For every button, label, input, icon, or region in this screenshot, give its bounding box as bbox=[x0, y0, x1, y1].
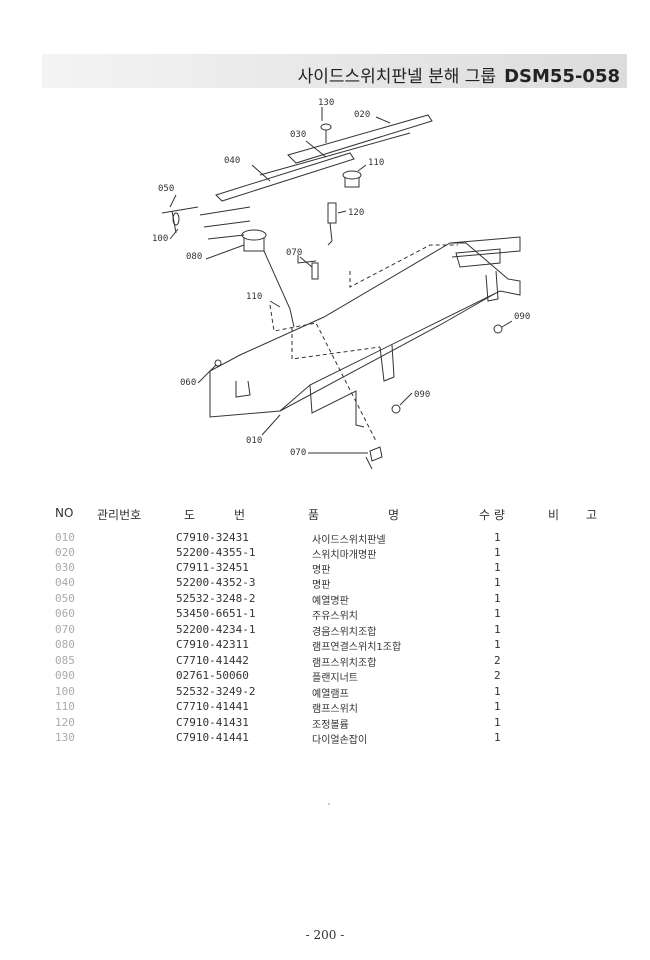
callout-020: 020 bbox=[354, 110, 370, 120]
header-mgmt-no: 관리번호 bbox=[97, 508, 142, 522]
page-number: - 200 - bbox=[305, 928, 345, 942]
header-drawing-b: 번 bbox=[234, 508, 246, 522]
lamp-switch-110 bbox=[342, 170, 362, 180]
callout-040: 040 bbox=[224, 156, 240, 166]
callout-090-right: 090 bbox=[514, 312, 530, 322]
horn-switch-070-bottom bbox=[369, 446, 383, 462]
preheat-lamp-100 bbox=[172, 212, 180, 226]
header-no: NO bbox=[55, 506, 74, 520]
side-panel-010 bbox=[209, 242, 521, 418]
callout-070-bottom: 070 bbox=[290, 448, 306, 458]
nameplate-040 bbox=[215, 152, 355, 202]
title-label: 사이드스위치판넬 분해 그룹 bbox=[297, 67, 497, 87]
exploded-parts-diagram: 130 020 030 040 110 050 120 100 070 080 … bbox=[152, 98, 530, 470]
callout-060: 060 bbox=[180, 378, 196, 388]
header-remark-b: 고 bbox=[586, 508, 598, 522]
header-name-a: 품 bbox=[308, 508, 320, 522]
title-band bbox=[42, 54, 627, 88]
callout-110-top: 110 bbox=[368, 158, 384, 168]
dial-knob-130 bbox=[320, 123, 332, 131]
parts-table-header: NO 관리번호 도 번 품 명 수 량 비 고 bbox=[0, 506, 650, 522]
horn-switch-070 bbox=[311, 262, 319, 280]
flange-nut-090-b bbox=[391, 404, 401, 414]
callout-070-top: 070 bbox=[286, 248, 302, 258]
callout-080: 080 bbox=[186, 252, 202, 262]
flange-nut-090-a bbox=[493, 324, 503, 334]
volume-120 bbox=[327, 202, 337, 224]
callout-050: 050 bbox=[158, 184, 174, 194]
oil-switch-060 bbox=[214, 359, 222, 367]
lamp-switch-080 bbox=[241, 229, 267, 241]
callout-090-mid: 090 bbox=[414, 390, 430, 400]
callout-030: 030 bbox=[290, 130, 306, 140]
title-code: DSM55-058 bbox=[504, 66, 620, 87]
callout-130: 130 bbox=[318, 98, 334, 108]
nameplate-020 bbox=[287, 114, 433, 164]
preheat-plate-050 bbox=[161, 206, 199, 214]
header-drawing-a: 도 bbox=[184, 508, 196, 522]
header-name-b: 명 bbox=[388, 508, 400, 522]
stray-dot bbox=[328, 803, 330, 805]
callout-110-mid: 110 bbox=[246, 292, 262, 302]
callout-100: 100 bbox=[152, 234, 168, 244]
callout-010: 010 bbox=[246, 436, 262, 446]
callout-120: 120 bbox=[348, 208, 364, 218]
header-remark-a: 비 bbox=[548, 508, 560, 522]
header-qty: 수 량 bbox=[479, 508, 505, 522]
page-title: 사이드스위치판넬 분해 그룹 DSM55-058 bbox=[298, 62, 620, 87]
